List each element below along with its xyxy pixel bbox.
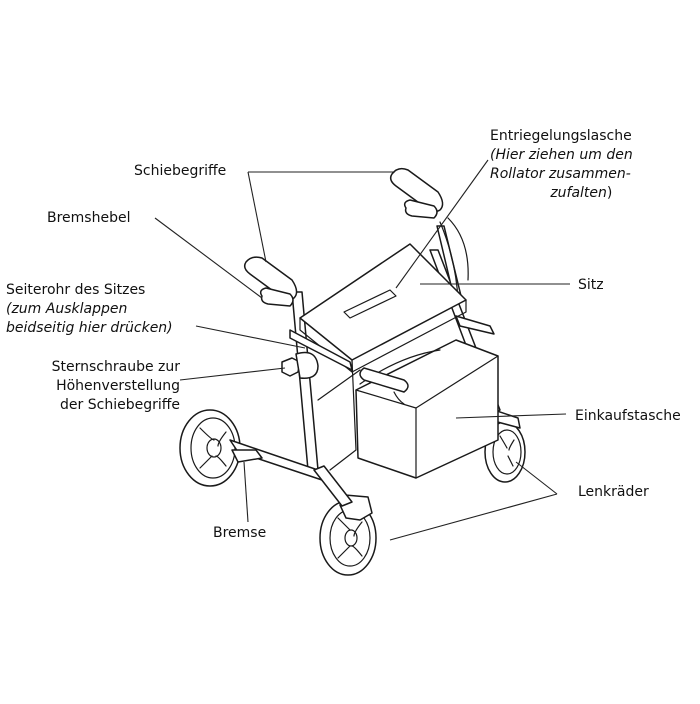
label-schiebegriffe: Schiebegriffe [134, 163, 227, 179]
label-entriegelung-line4: zufalten [550, 185, 607, 201]
label-seitenrohr-line1: Seiterohr des Sitzes [6, 282, 146, 298]
leader-lines [154, 159, 570, 541]
label-entriegelung-line1: Entriegelungslasche [490, 128, 632, 144]
right-handle [389, 167, 444, 219]
seat [289, 243, 495, 373]
label-entriegelung-line2: (Hier ziehen um den [490, 147, 633, 163]
label-einkaufstasche: Einkaufstasche [575, 408, 681, 424]
label-sternschraube-line3: der Schiebegriffe [60, 397, 180, 413]
label-entriegelung: Entriegelungslasche (Hier ziehen um den … [490, 127, 633, 203]
label-sternschraube-line2: Höhenverstellung [56, 378, 180, 394]
label-entriegelung-line3: Rollator zusammen- [490, 166, 631, 182]
label-seitenrohr: Seiterohr des Sitzes (zum Ausklappen bei… [6, 281, 173, 338]
label-sternschraube: Sternschraube zur Höhenverstellung der S… [30, 358, 180, 415]
rear-left-wheel [179, 409, 241, 487]
label-sternschraube-line1: Sternschraube zur [51, 359, 180, 375]
label-bremse: Bremse [213, 525, 267, 541]
label-seitenrohr-line2: (zum Ausklappen [6, 301, 128, 317]
left-handle [243, 256, 319, 379]
label-sitz: Sitz [578, 277, 604, 293]
label-bremshebel: Bremshebel [47, 210, 131, 226]
label-entriegelung-line4-wrap: zufalten) [550, 185, 613, 201]
label-seitenrohr-line3: beidseitig hier drücken) [6, 320, 173, 336]
label-lenkraeder: Lenkräder [578, 484, 649, 500]
shopping-bag [355, 339, 499, 479]
front-left-wheel [319, 494, 377, 576]
